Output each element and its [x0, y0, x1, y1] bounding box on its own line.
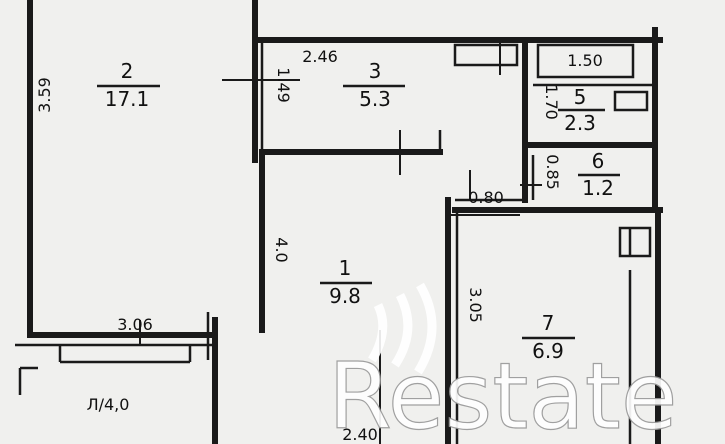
dim-room2-width: 3.06 [117, 315, 153, 334]
room-2-number: 2 [121, 59, 134, 83]
room-5-area: 2.3 [564, 111, 596, 135]
room-3-area: 5.3 [359, 87, 391, 111]
watermark-text: Restate [328, 343, 677, 444]
room-5-label: 5 2.3 [558, 85, 605, 135]
room-7-label: 7 6.9 [522, 311, 575, 363]
dim-room7-height: 3.05 [466, 287, 485, 323]
dim-bottom-width: 2.40 [342, 425, 378, 444]
balcony-label: Л/4,0 [87, 395, 130, 414]
dim-corridor-width: 0.80 [468, 188, 504, 207]
room-5-number: 5 [574, 85, 587, 109]
dim-room3-width: 2.46 [302, 47, 338, 66]
room-3-number: 3 [369, 59, 382, 83]
room-1-label: 1 9.8 [320, 256, 372, 308]
room-7-number: 7 [542, 311, 555, 335]
room-labels: 2 17.1 3 5.3 5 2.3 6 1.2 1 9.8 7 6.9 [97, 59, 620, 363]
dimension-labels: 3.59 3.06 2.46 1.49 1.50 1.70 0.85 0.80 … [35, 47, 603, 444]
dim-room3-height: 1.49 [274, 67, 293, 103]
watermark-signal-icon [368, 282, 437, 375]
room-6-number: 6 [592, 149, 605, 173]
room-2-label: 2 17.1 [97, 59, 160, 111]
dim-room2-height: 3.59 [35, 77, 54, 113]
dim-wc-height: 0.85 [543, 154, 562, 190]
dim-room1-height: 4.0 [272, 237, 291, 262]
room-6-area: 1.2 [582, 176, 614, 200]
watermark: Restate [327, 282, 678, 444]
dim-bath-width: 1.50 [567, 51, 603, 70]
room-1-number: 1 [339, 256, 352, 280]
room-6-label: 6 1.2 [578, 149, 620, 200]
dim-bath-height: 1.70 [542, 84, 561, 120]
room-1-area: 9.8 [329, 284, 361, 308]
walls [15, 0, 663, 444]
room-2-area: 17.1 [105, 87, 150, 111]
room-7-area: 6.9 [532, 339, 564, 363]
room-3-label: 3 5.3 [343, 59, 405, 111]
